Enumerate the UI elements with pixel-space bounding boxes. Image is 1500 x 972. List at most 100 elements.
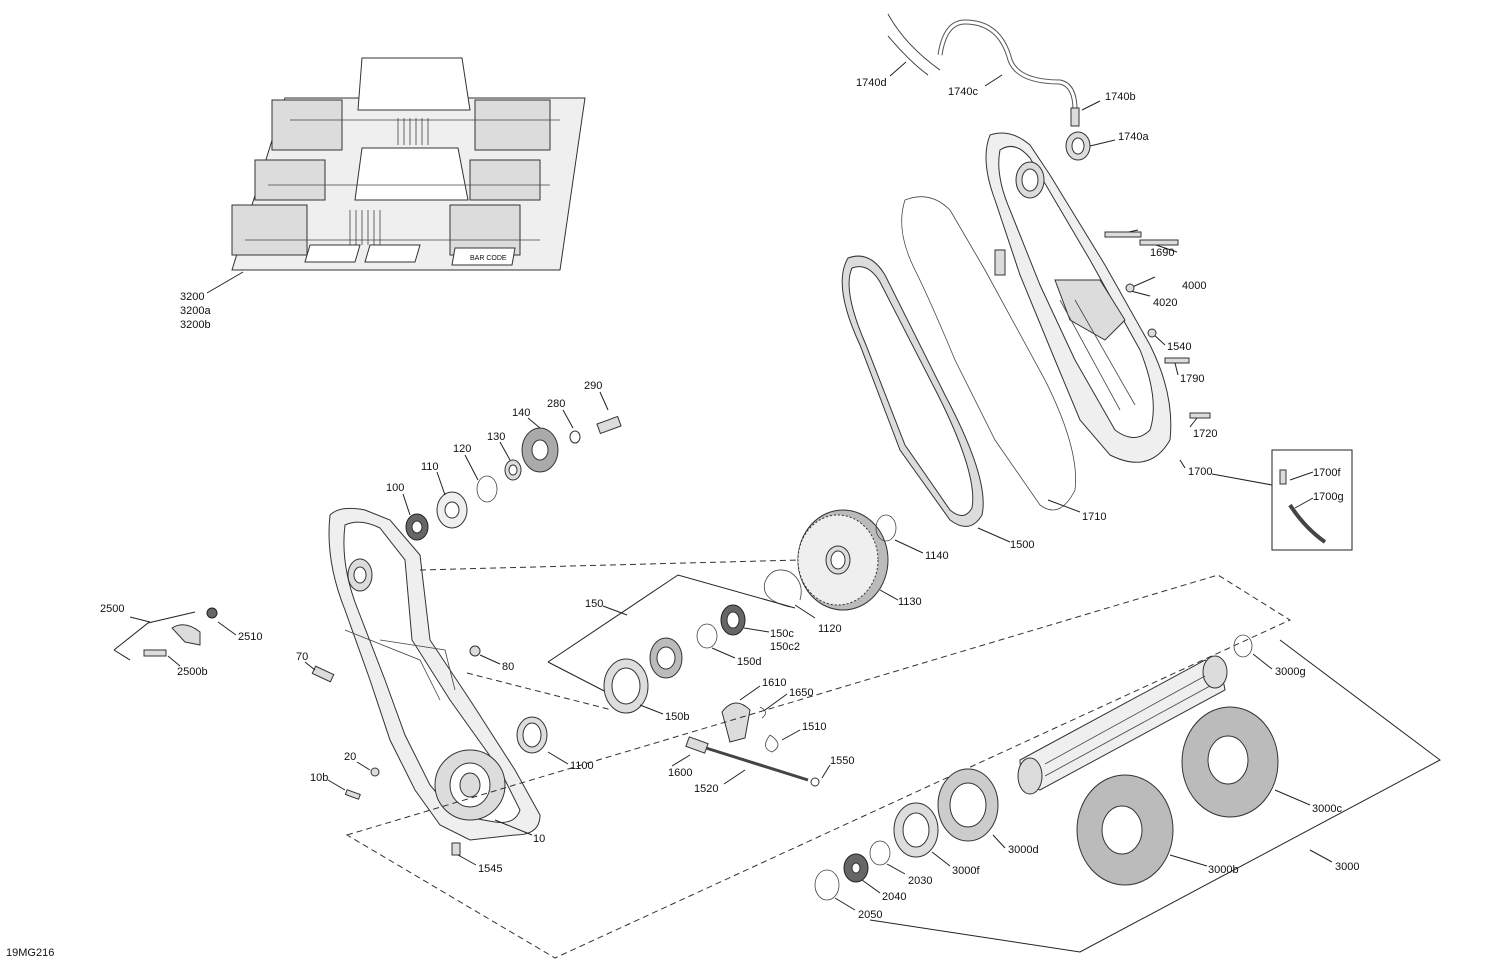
label-1740a: 1740a [1118, 131, 1149, 143]
label-1740b: 1740b [1105, 91, 1136, 103]
label-80: 80 [502, 661, 514, 673]
label-2500b: 2500b [177, 666, 208, 678]
label-10: 10 [533, 833, 545, 845]
label-3000f: 3000f [952, 865, 980, 877]
label-1550: 1550 [830, 755, 854, 767]
label-1130: 1130 [898, 596, 922, 608]
tensioner-1610 [721, 702, 751, 743]
label-3000g: 3000g [1275, 666, 1306, 678]
hose-1740 [887, 13, 1091, 161]
label-150c2: 150c2 [770, 641, 800, 653]
group-bracket-150 [547, 574, 796, 663]
label-3000d: 3000d [1008, 844, 1039, 856]
label-10b: 10b [310, 772, 328, 784]
chaincase-housing-10 [328, 507, 541, 841]
label-2040: 2040 [882, 891, 906, 903]
svg-text:BAR CODE: BAR CODE [470, 255, 507, 262]
gear-2040 [843, 853, 869, 883]
label-1545: 1545 [478, 863, 502, 875]
label-3000b: 3000b [1208, 864, 1239, 876]
gear-stack [405, 415, 622, 541]
label-150c: 150c [770, 628, 794, 640]
ring-2050 [814, 869, 840, 901]
label-2050: 2050 [858, 909, 882, 921]
label-1520: 1520 [694, 783, 718, 795]
nut-80 [469, 645, 481, 657]
label-3000: 3000 [1335, 861, 1359, 873]
label-1140: 1140 [925, 550, 949, 562]
label-4020: 4020 [1153, 297, 1177, 309]
label-1120: 1120 [818, 623, 842, 635]
bolt-10b [344, 789, 361, 800]
drive-sprocket-3000c [1181, 706, 1279, 818]
chaincase-cover-1700 [985, 132, 1172, 463]
group-box-3000-dashed [345, 574, 1292, 959]
label-1650: 1650 [789, 687, 813, 699]
gasket-1710 [901, 196, 1076, 511]
bearing-housing-3000d [937, 768, 999, 842]
label-2510: 2510 [238, 631, 262, 643]
label-1540: 1540 [1167, 341, 1191, 353]
ring-150d [696, 623, 718, 649]
label-1100: 1100 [570, 760, 594, 772]
label-1710: 1710 [1082, 511, 1106, 523]
washer-20 [370, 767, 380, 777]
label-140: 140 [512, 407, 530, 419]
label-1700: 1700 [1188, 466, 1212, 478]
label-1790: 1790 [1180, 373, 1204, 385]
bolt-1600 [685, 736, 709, 754]
label-1610: 1610 [762, 677, 786, 689]
label-1740d: 1740d [856, 77, 887, 89]
label-1700f: 1700f [1313, 467, 1341, 479]
pin-1510 [765, 734, 779, 753]
label-3200b: 3200b [180, 319, 211, 331]
clip-1650 [759, 706, 766, 719]
label-280: 280 [547, 398, 565, 410]
oring-1550 [810, 777, 820, 787]
label-150b: 150b [665, 711, 689, 723]
label-130: 130 [487, 431, 505, 443]
label-100: 100 [386, 482, 404, 494]
bracket-2500 [143, 607, 218, 657]
group-bracket-3000 [869, 639, 1441, 953]
label-150d: 150d [737, 656, 761, 668]
label-1510: 1510 [802, 721, 826, 733]
ring-1140 [875, 514, 897, 542]
ring-2030 [869, 840, 891, 866]
label-1720: 1720 [1193, 428, 1217, 440]
label-1500: 1500 [1010, 539, 1034, 551]
diagram-id: 19MG216 [6, 947, 54, 959]
axis-line-center [419, 559, 801, 571]
sprocket-1130 [797, 509, 889, 611]
label-70: 70 [296, 651, 308, 663]
bearing-150b [603, 658, 649, 714]
snap-ring-1120 [763, 569, 802, 608]
bolts-right [1104, 231, 1211, 419]
label-3200: 3200 [180, 291, 204, 303]
label-1600: 1600 [668, 767, 692, 779]
label-3200a: 3200a [180, 305, 211, 317]
drive-axle-3000 [1017, 634, 1253, 795]
inset-box-1700 [1271, 449, 1353, 551]
bolt-70 [311, 665, 335, 683]
label-2030: 2030 [908, 875, 932, 887]
label-1700g: 1700g [1313, 491, 1344, 503]
label-20: 20 [344, 751, 356, 763]
cage-150c [720, 604, 746, 636]
label-3000c: 3000c [1312, 803, 1342, 815]
label-1690: 1690 [1150, 247, 1174, 259]
axis-line-upper [466, 672, 613, 711]
label-290: 290 [584, 380, 602, 392]
label-110: 110 [421, 461, 439, 473]
bearing-3000f [893, 802, 939, 858]
label-150: 150 [585, 598, 603, 610]
needle-bearing-150 [649, 637, 683, 679]
label-1740c: 1740c [948, 86, 978, 98]
drive-sprocket-3000b [1076, 774, 1174, 886]
vent-tube-1700fg [1279, 469, 1327, 544]
label-120: 120 [453, 443, 471, 455]
shaft-1520 [705, 746, 809, 782]
label-2500: 2500 [100, 603, 124, 615]
label-4000: 4000 [1182, 280, 1206, 292]
